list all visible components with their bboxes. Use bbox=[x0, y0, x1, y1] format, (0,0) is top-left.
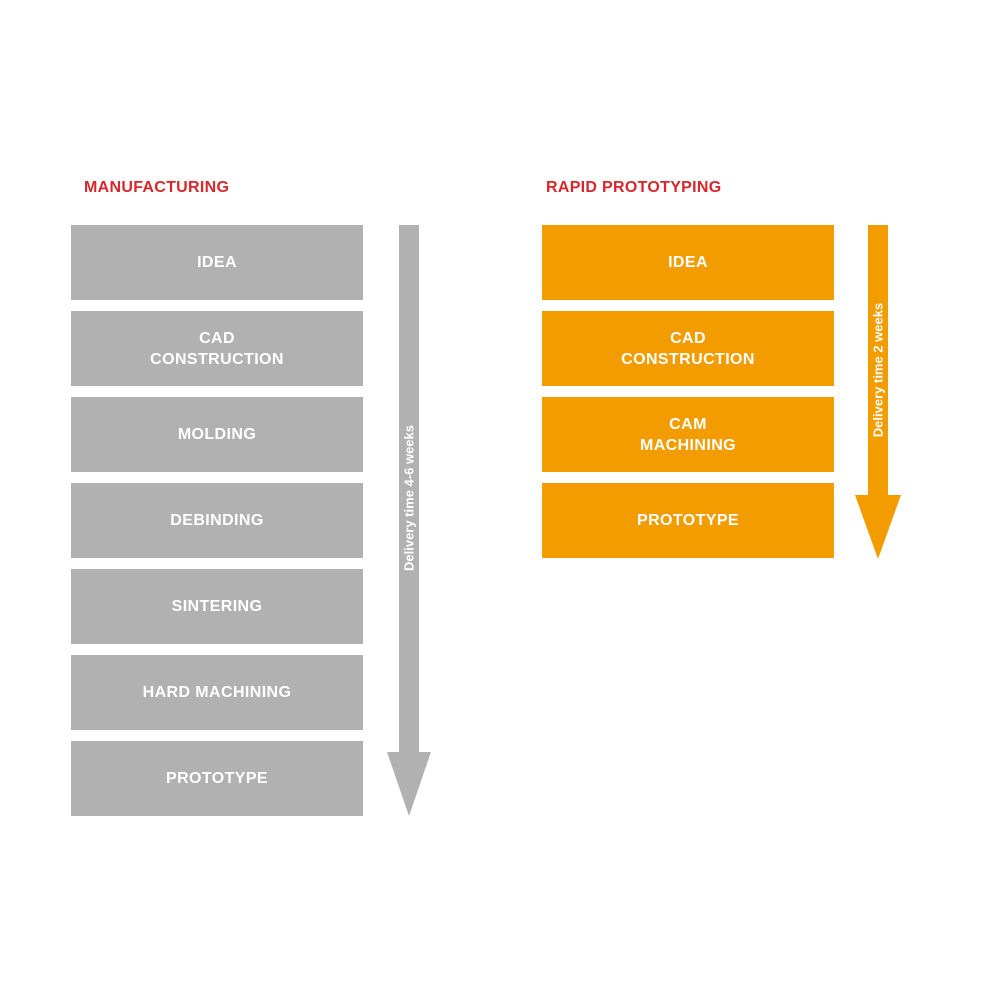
step-label: CAD CONSTRUCTION bbox=[150, 329, 284, 368]
manufacturing-delivery-label: Delivery time 4-6 weeks bbox=[401, 425, 417, 571]
step-label: PROTOTYPE bbox=[166, 770, 268, 787]
manufacturing-step-sintering: SINTERING bbox=[71, 569, 363, 644]
manufacturing-title: MANUFACTURING bbox=[84, 179, 230, 196]
manufacturing-step-idea: IDEA bbox=[71, 225, 363, 300]
manufacturing-step-hard-machining: HARD MACHINING bbox=[71, 655, 363, 730]
step-label: SINTERING bbox=[171, 598, 263, 615]
rapid-step-prototype: PROTOTYPE bbox=[542, 483, 834, 558]
step-label: PROTOTYPE bbox=[637, 512, 739, 529]
rapid-delivery-label: Delivery time 2 weeks bbox=[870, 302, 886, 438]
rapid-step-idea: IDEA bbox=[542, 225, 834, 300]
step-label: HARD MACHINING bbox=[142, 684, 292, 701]
rapid-step-cam-machining: CAM MACHINING bbox=[542, 397, 834, 472]
rapid-step-cad-construction: CAD CONSTRUCTION bbox=[542, 311, 834, 386]
step-label: MOLDING bbox=[177, 426, 257, 443]
rapid-prototyping-title: RAPID PROTOTYPING bbox=[546, 179, 722, 196]
step-label: CAD CONSTRUCTION bbox=[621, 329, 755, 368]
down-arrow-icon bbox=[387, 225, 431, 816]
manufacturing-delivery-arrow bbox=[387, 225, 431, 816]
step-label: DEBINDING bbox=[170, 512, 264, 529]
down-arrow-icon bbox=[855, 225, 901, 559]
step-label: IDEA bbox=[668, 254, 708, 271]
rapid-delivery-arrow bbox=[855, 225, 901, 559]
manufacturing-step-prototype: PROTOTYPE bbox=[71, 741, 363, 816]
step-label: IDEA bbox=[197, 254, 237, 271]
manufacturing-step-debinding: DEBINDING bbox=[71, 483, 363, 558]
manufacturing-step-cad-construction: CAD CONSTRUCTION bbox=[71, 311, 363, 386]
manufacturing-step-molding: MOLDING bbox=[71, 397, 363, 472]
step-label: CAM MACHINING bbox=[639, 415, 737, 454]
